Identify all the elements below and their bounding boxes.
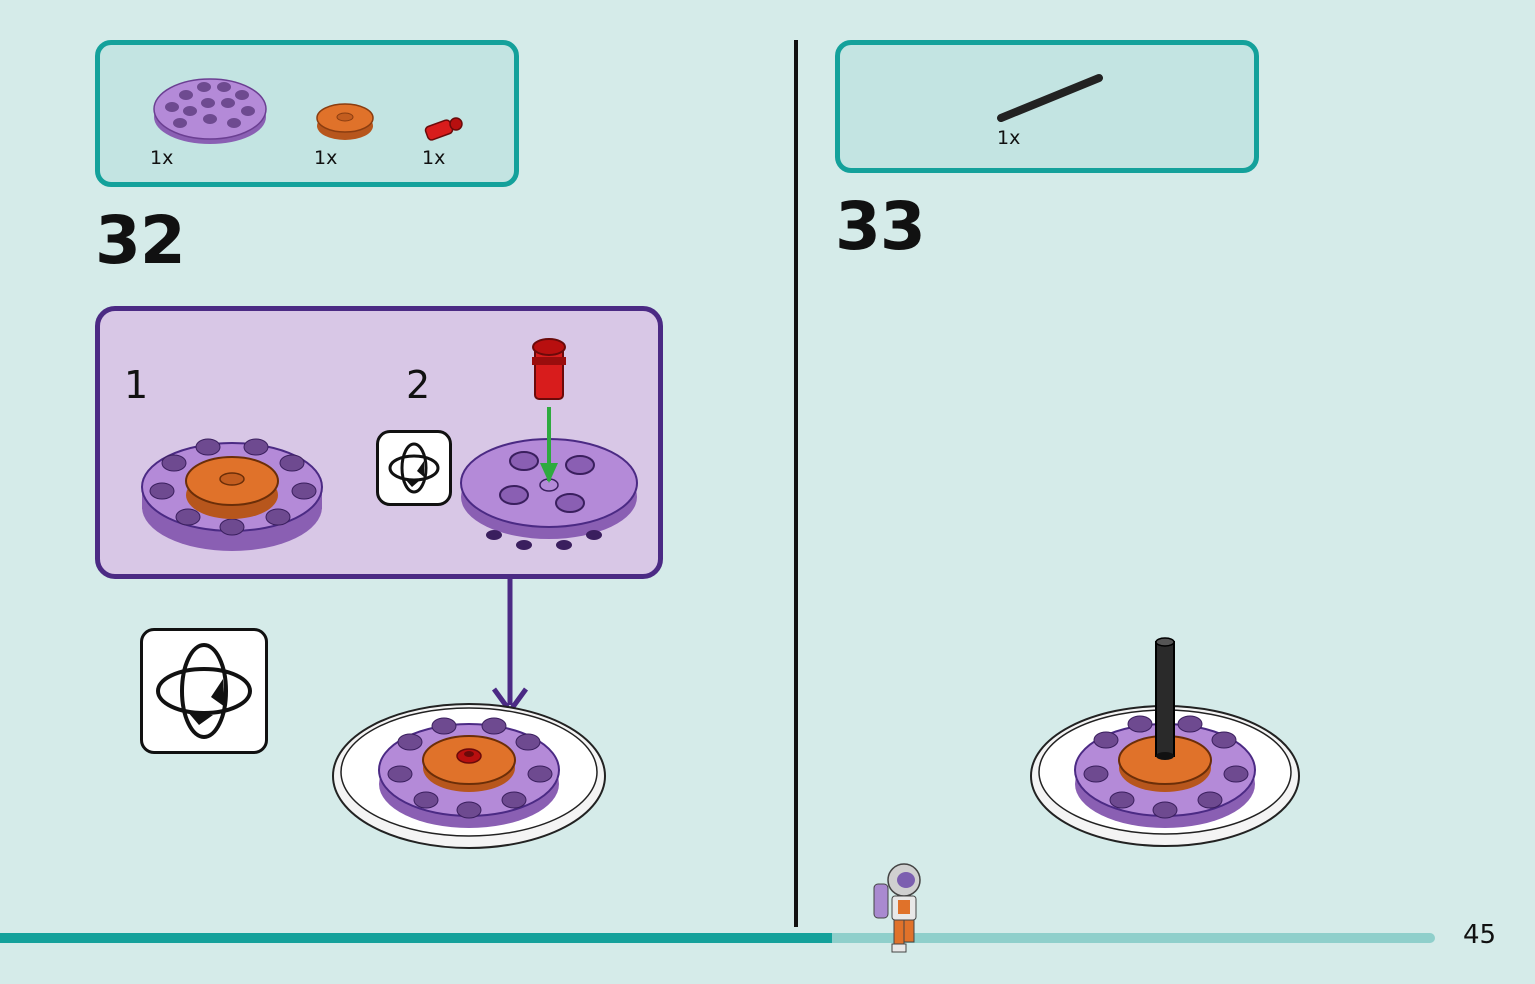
- substep-2-assembly-image: [460, 338, 638, 550]
- qty-purple-plate: 1x: [150, 147, 174, 169]
- step-divider: [794, 40, 798, 927]
- substep-1-assembly-image: [141, 438, 323, 551]
- step-number-33: 33: [835, 188, 926, 265]
- astronaut-minifig-icon: [873, 863, 921, 953]
- parts-callout-step-32: 1x 1x 1x: [95, 40, 519, 187]
- progress-bar-track: [0, 933, 1435, 943]
- step-32-main-assembly-image: [332, 703, 606, 849]
- parts-callout-step-33: 1x: [835, 40, 1259, 173]
- red-pin-icon: [424, 117, 463, 141]
- page-number: 45: [1463, 920, 1497, 950]
- rotate-icon-small: [376, 430, 452, 506]
- substep-number-2: 2: [406, 363, 431, 407]
- orange-round-tile-icon: [316, 103, 374, 140]
- purple-round-plate-icon: [153, 78, 267, 144]
- substep-number-1: 1: [124, 363, 149, 407]
- progress-bar-fill: [0, 933, 833, 943]
- qty-orange-tile: 1x: [314, 147, 338, 169]
- step-number-32: 32: [95, 202, 186, 279]
- substep-callout: 1 2: [95, 306, 663, 579]
- qty-red-pin: 1x: [422, 147, 446, 169]
- step-33-main-assembly-image: [1030, 637, 1300, 847]
- qty-black-axle: 1x: [997, 127, 1021, 149]
- rotate-icon-large: [140, 628, 268, 754]
- black-axle-icon: [997, 74, 1103, 122]
